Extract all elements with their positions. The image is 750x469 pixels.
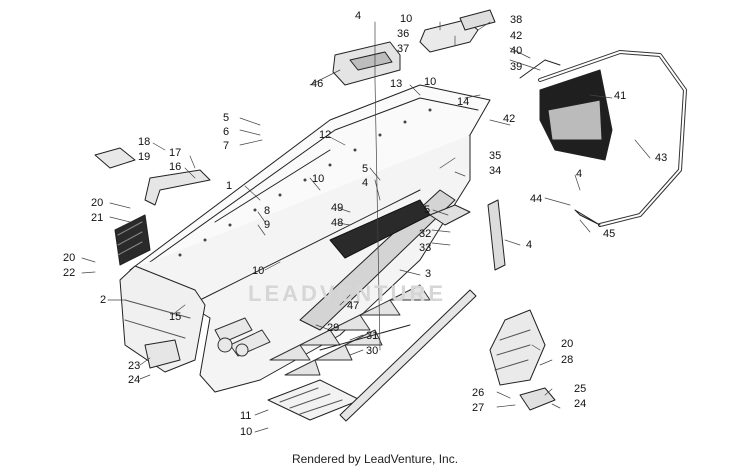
callout-10: 10 [400,13,413,25]
callout-31: 31 [366,330,379,342]
callout-6: 6 [223,126,230,138]
callout-10: 10 [312,173,325,185]
callout-10: 10 [240,426,253,438]
callout-40: 40 [510,45,523,57]
callout-2: 2 [100,294,107,306]
callout-5: 5 [424,204,431,216]
callout-48: 48 [331,217,344,229]
front-bumper-parts [94,147,211,266]
callout-4: 4 [355,10,362,22]
footer-credit: Rendered by LeadVenture, Inc. [291,452,459,466]
callout-24: 24 [574,398,587,410]
callout-47: 47 [347,300,360,312]
callout-21: 21 [91,212,104,224]
callout-35: 35 [489,150,502,162]
callout-23: 23 [128,360,141,372]
callout-9: 9 [264,219,271,231]
callout-43: 43 [655,152,668,164]
seat-block [332,41,401,86]
callout-37: 37 [397,43,410,55]
callout-32: 32 [419,228,432,240]
right-footrest [489,309,556,411]
callout-22: 22 [63,267,76,279]
watermark: LEADVENTURE [248,281,447,306]
callout-7: 7 [223,140,230,152]
callout-16: 16 [169,161,182,173]
leader-lines [81,21,651,433]
callout-42: 42 [510,30,523,42]
callout-20: 20 [63,252,76,264]
callout-26: 26 [472,387,485,399]
callout-17: 17 [169,147,182,159]
side-bracket [429,199,506,271]
callout-30: 30 [366,345,379,357]
callout-19: 19 [138,151,151,163]
callout-10: 10 [252,265,265,277]
callout-8: 8 [264,205,271,217]
left-footrest [144,339,181,369]
callout-3: 3 [425,268,432,280]
callout-4: 4 [526,239,533,251]
callout-5: 5 [223,112,230,124]
callout-29: 29 [327,322,340,334]
callout-10: 10 [424,76,437,88]
callout-41: 41 [614,90,627,102]
callout-12: 12 [319,129,332,141]
callout-1: 1 [226,180,233,192]
callout-49: 49 [331,202,344,214]
callout-20: 20 [561,338,574,350]
callout-39: 39 [510,61,523,73]
callout-25: 25 [574,383,587,395]
callout-33: 33 [419,242,432,254]
callout-34: 34 [489,165,502,177]
callout-4: 4 [362,177,369,189]
callout-45: 45 [603,228,616,240]
callout-28: 28 [561,354,574,366]
callout-13: 13 [390,78,403,90]
callout-38: 38 [510,14,523,26]
callout-42: 42 [503,113,516,125]
tunnel-assembly [119,84,491,393]
callout-14: 14 [457,96,470,108]
callout-44: 44 [530,193,543,205]
callout-36: 36 [397,28,410,40]
callout-15: 15 [169,311,182,323]
callout-11: 11 [240,410,252,422]
top-bracket [419,9,496,53]
callout-24: 24 [128,374,141,386]
callout-18: 18 [138,136,151,148]
rear-bumper [538,50,687,227]
callout-5: 5 [362,163,369,175]
snow-flap [519,59,613,161]
callout-46: 46 [311,78,324,90]
callout-27: 27 [472,402,485,414]
callout-20: 20 [91,197,104,209]
callout-4: 4 [576,168,583,180]
side-rail [319,289,477,422]
